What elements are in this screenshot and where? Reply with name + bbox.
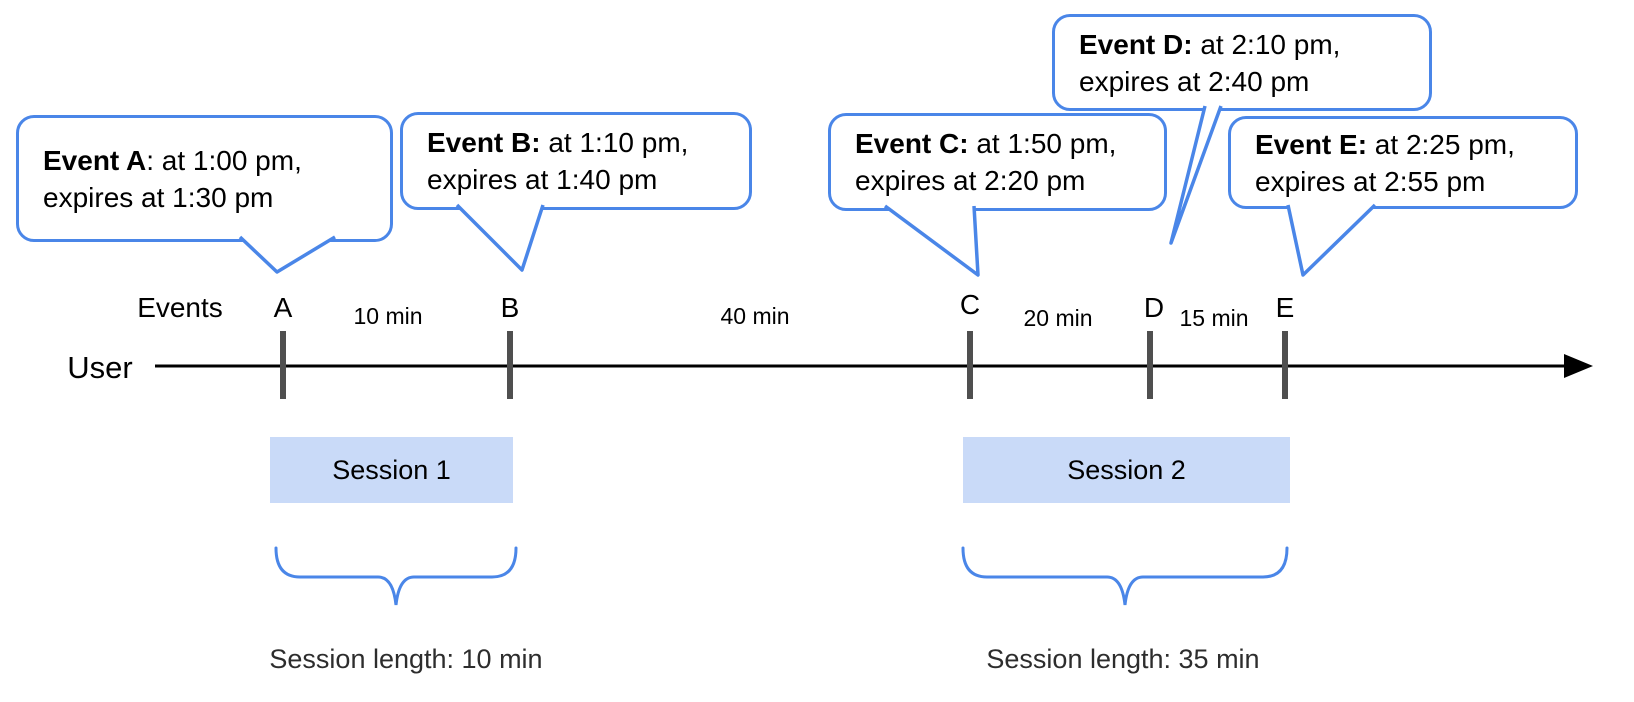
event-d-time: at 2:10 pm, bbox=[1192, 28, 1341, 60]
event-d-expiry: expires at 2:40 pm bbox=[1079, 65, 1310, 97]
event-e-bubble: Event E: at 2:25 pm, expires at 2:55 pm bbox=[1228, 116, 1578, 209]
event-b-line1: Event B: at 1:10 pm, bbox=[427, 124, 749, 161]
event-c-bubble: Event C: at 1:50 pm, expires at 2:20 pm bbox=[828, 113, 1167, 211]
event-e-title: Event E: bbox=[1255, 128, 1368, 160]
event-a-bubble-tail bbox=[238, 235, 336, 274]
tick-label-c: C bbox=[959, 289, 981, 320]
event-a-bubble: Event A: at 1:00 pm, expires at 1:30 pm bbox=[16, 115, 393, 242]
event-a-line1: Event A: at 1:00 pm, bbox=[43, 142, 390, 179]
event-d-bubble: Event D: at 2:10 pm, expires at 2:40 pm bbox=[1052, 14, 1432, 111]
timeline-tick-b bbox=[507, 331, 513, 399]
timeline-tick-d bbox=[1147, 331, 1153, 399]
tick-label-e: E bbox=[1275, 292, 1295, 323]
event-d-title: Event D: bbox=[1079, 28, 1193, 60]
event-e-time: at 2:25 pm, bbox=[1367, 128, 1515, 160]
event-a-title: Event A bbox=[43, 144, 147, 176]
event-c-title: Event C: bbox=[855, 128, 969, 159]
event-e-line1: Event E: at 2:25 pm, bbox=[1255, 126, 1575, 163]
session-2-label: Session 2 bbox=[1067, 454, 1186, 485]
timeline-arrowhead-icon bbox=[1564, 354, 1593, 378]
event-c-bubble-tail bbox=[883, 204, 980, 277]
event-b-bubble-tail bbox=[455, 203, 545, 272]
session-2-brace bbox=[961, 546, 1289, 606]
event-c-time: at 1:50 pm, bbox=[968, 128, 1117, 159]
tick-label-a: A bbox=[273, 292, 293, 323]
event-e-bubble-tail bbox=[1286, 203, 1377, 277]
event-c-expiry: expires at 2:20 pm bbox=[855, 165, 1086, 196]
session-2-box: Session 2 bbox=[963, 437, 1290, 503]
session-1-label: Session 1 bbox=[332, 454, 451, 485]
session-1-brace bbox=[274, 546, 518, 606]
events-axis-label: Events bbox=[137, 292, 223, 323]
timeline-tick-a bbox=[280, 331, 286, 399]
event-e-expiry: expires at 2:55 pm bbox=[1255, 165, 1486, 197]
session-2-length-label: Session length: 35 min bbox=[986, 644, 1260, 674]
tick-label-d: D bbox=[1143, 292, 1165, 323]
event-b-bubble: Event B: at 1:10 pm, expires at 1:40 pm bbox=[400, 112, 752, 210]
event-d-line1: Event D: at 2:10 pm, bbox=[1079, 26, 1429, 63]
event-b-expiry: expires at 1:40 pm bbox=[427, 164, 658, 195]
session-1-box: Session 1 bbox=[270, 437, 513, 503]
event-d-bubble-tail bbox=[1169, 105, 1223, 245]
event-a-expiry: expires at 1:30 pm bbox=[43, 181, 274, 213]
interval-label-ab: 10 min bbox=[353, 303, 423, 329]
timeline-tick-e bbox=[1282, 331, 1288, 399]
user-axis-label: User bbox=[67, 350, 133, 385]
tick-label-b: B bbox=[500, 292, 520, 323]
event-b-title: Event B: bbox=[427, 127, 541, 158]
timeline-tick-c bbox=[967, 331, 973, 399]
interval-label-bc: 40 min bbox=[720, 303, 790, 329]
session-1-length-label: Session length: 10 min bbox=[269, 644, 543, 674]
interval-label-cd: 20 min bbox=[1023, 305, 1093, 331]
event-a-time: : at 1:00 pm, bbox=[146, 144, 302, 176]
event-c-line1: Event C: at 1:50 pm, bbox=[855, 125, 1164, 162]
interval-label-de: 15 min bbox=[1179, 305, 1249, 331]
event-b-time: at 1:10 pm, bbox=[540, 127, 689, 158]
